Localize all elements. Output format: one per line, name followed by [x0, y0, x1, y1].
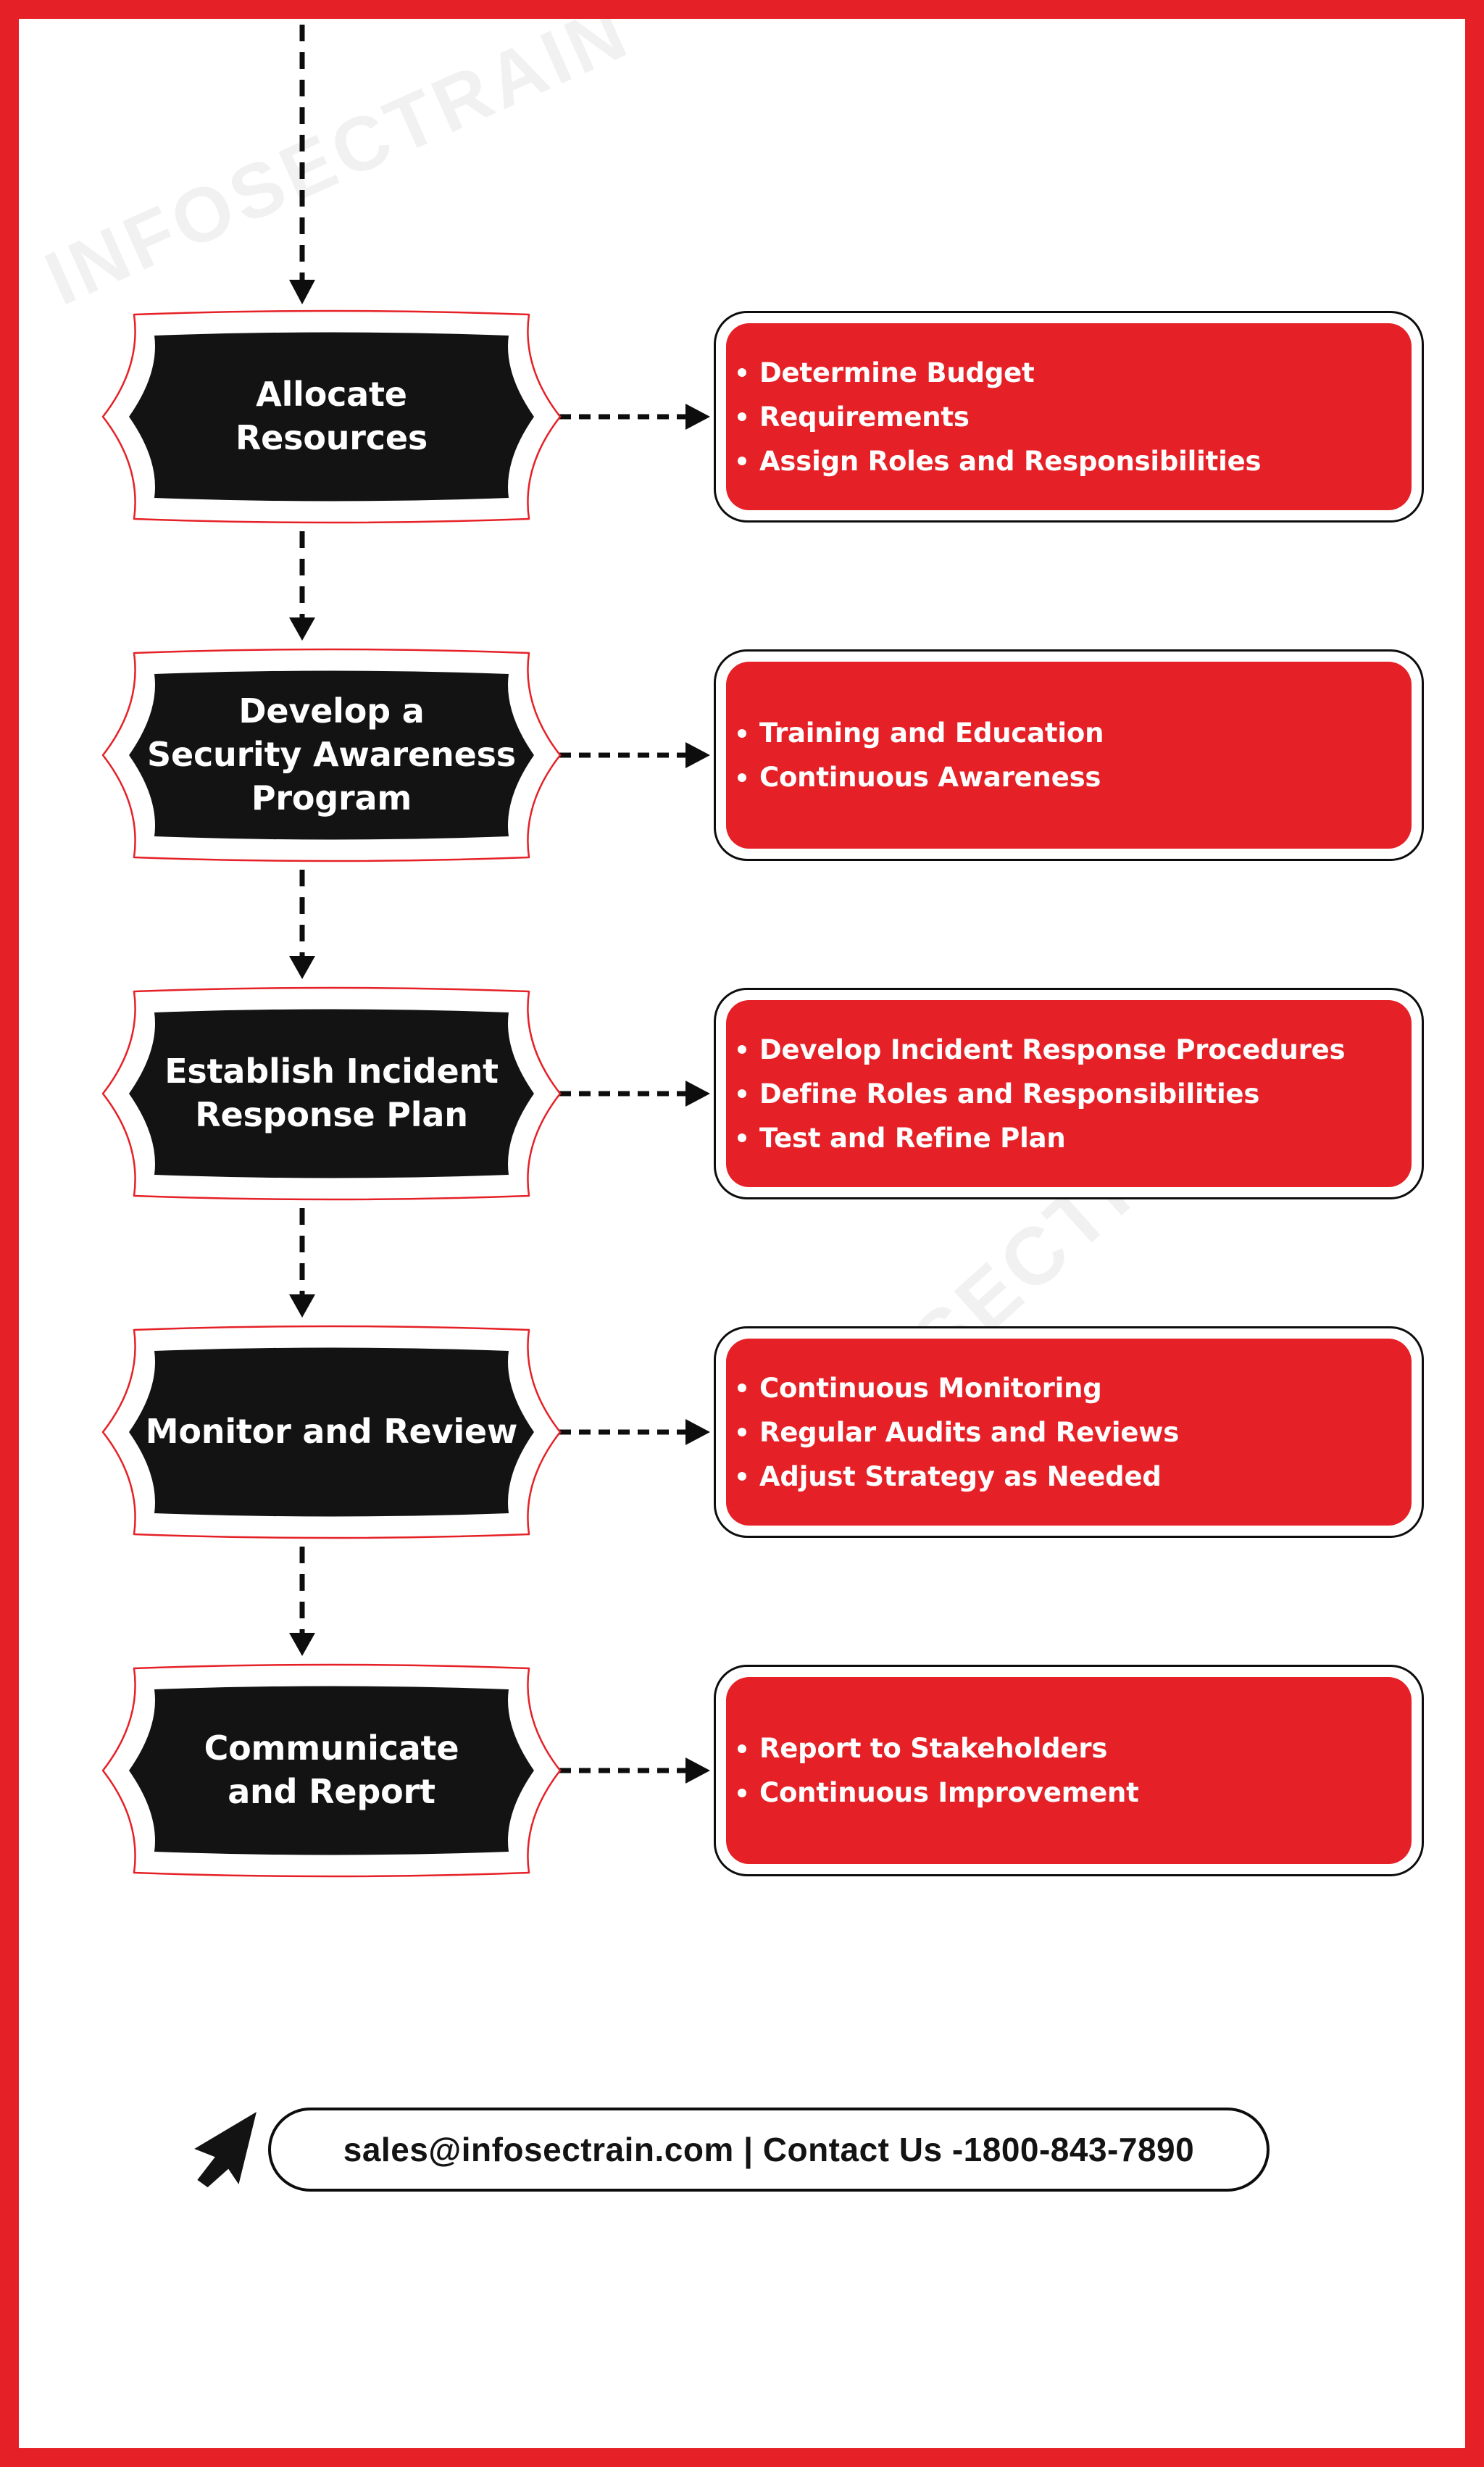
bullet-dot-icon: [738, 1384, 746, 1392]
bullet-text: Determine Budget: [759, 357, 1035, 388]
detail-red-panel: [726, 1339, 1412, 1526]
bullet-item: Adjust Strategy as Needed: [738, 1463, 1400, 1490]
step-banner: Monitor and Review: [91, 1322, 572, 1542]
bullet-item: Test and Refine Plan: [738, 1125, 1400, 1152]
bullet-dot-icon: [738, 1788, 746, 1797]
arrowhead-icon: [289, 617, 315, 641]
bullet-item: Define Roles and Responsibilities: [738, 1081, 1400, 1107]
bullet-dot-icon: [738, 1133, 746, 1142]
detail-red-panel: [726, 323, 1412, 510]
bullet-item: Regular Audits and Reviews: [738, 1419, 1400, 1446]
banner-shape-icon: [101, 986, 562, 1201]
bullet-text: Test and Refine Plan: [759, 1122, 1066, 1154]
contact-pill[interactable]: sales@infosectrain.com | Contact Us -180…: [268, 2108, 1270, 2192]
bullet-text: Continuous Awareness: [759, 762, 1101, 793]
banner-shape-icon: [101, 1325, 562, 1539]
step-title: Monitor and Review: [145, 1412, 518, 1452]
bullet-dot-icon: [738, 368, 746, 377]
bullet-text: Continuous Monitoring: [759, 1372, 1102, 1404]
bullet-item: Requirements: [738, 404, 1400, 430]
bullet-item: Continuous Improvement: [738, 1779, 1400, 1806]
bullet-item: Report to Stakeholders: [738, 1735, 1400, 1762]
arrowhead-icon: [289, 280, 315, 304]
bullet-text: Define Roles and Responsibilities: [759, 1078, 1260, 1110]
bullet-item: Assign Roles and Responsibilities: [738, 448, 1400, 475]
step-banner: Develop a Security Awareness Program: [91, 645, 572, 865]
bullet-text: Assign Roles and Responsibilities: [759, 445, 1262, 477]
bullet-dot-icon: [738, 728, 746, 738]
arrowhead-icon: [685, 1081, 710, 1107]
arrowhead-icon: [289, 1633, 315, 1656]
arrowhead-icon: [685, 1757, 710, 1784]
arrowhead-icon: [685, 404, 710, 430]
step-banner: Establish Incident Response Plan: [91, 983, 572, 1204]
cursor-arrow-icon: [194, 2112, 257, 2188]
banner-shape-icon: [101, 648, 562, 862]
bullet-item: Continuous Awareness: [738, 764, 1400, 791]
bullet-dot-icon: [738, 1744, 746, 1753]
bullet-item: Develop Incident Response Procedures: [738, 1036, 1400, 1063]
bullet-item: Training and Education: [738, 720, 1400, 746]
bullet-dot-icon: [738, 773, 746, 782]
bullet-text: Adjust Strategy as Needed: [759, 1460, 1162, 1492]
arrowhead-icon: [685, 742, 710, 768]
bullet-text: Requirements: [759, 401, 970, 433]
bullet-text: Training and Education: [759, 717, 1104, 749]
banner-shape-icon: [101, 309, 562, 524]
bullet-text: Regular Audits and Reviews: [759, 1416, 1180, 1448]
bullet-dot-icon: [738, 1045, 746, 1054]
bullet-item: Determine Budget: [738, 359, 1400, 386]
step-banner: Communicate and Report: [91, 1660, 572, 1881]
step-title: Communicate and Report: [204, 1728, 459, 1811]
bullet-dot-icon: [738, 457, 746, 465]
detail-red-panel: [726, 662, 1412, 849]
banner-shape-icon: [101, 1663, 562, 1878]
bullet-item: Continuous Monitoring: [738, 1375, 1400, 1402]
step-title: Establish Incident Response Plan: [164, 1052, 499, 1134]
arrowhead-icon: [289, 1294, 315, 1318]
bullet-dot-icon: [738, 412, 746, 421]
bullet-dot-icon: [738, 1472, 746, 1481]
bullet-text: Continuous Improvement: [759, 1777, 1139, 1808]
bullet-text: Report to Stakeholders: [759, 1733, 1108, 1764]
bullet-dot-icon: [738, 1428, 746, 1436]
arrowhead-icon: [685, 1419, 710, 1445]
detail-red-panel: [726, 1000, 1412, 1187]
arrowhead-icon: [289, 956, 315, 979]
bullet-dot-icon: [738, 1089, 746, 1098]
step-title: Allocate Resources: [235, 375, 428, 457]
detail-red-panel: [726, 1677, 1412, 1864]
step-title: Develop a Security Awareness Program: [147, 691, 516, 818]
step-banner: Allocate Resources: [91, 307, 572, 527]
bullet-text: Develop Incident Response Procedures: [759, 1033, 1346, 1065]
